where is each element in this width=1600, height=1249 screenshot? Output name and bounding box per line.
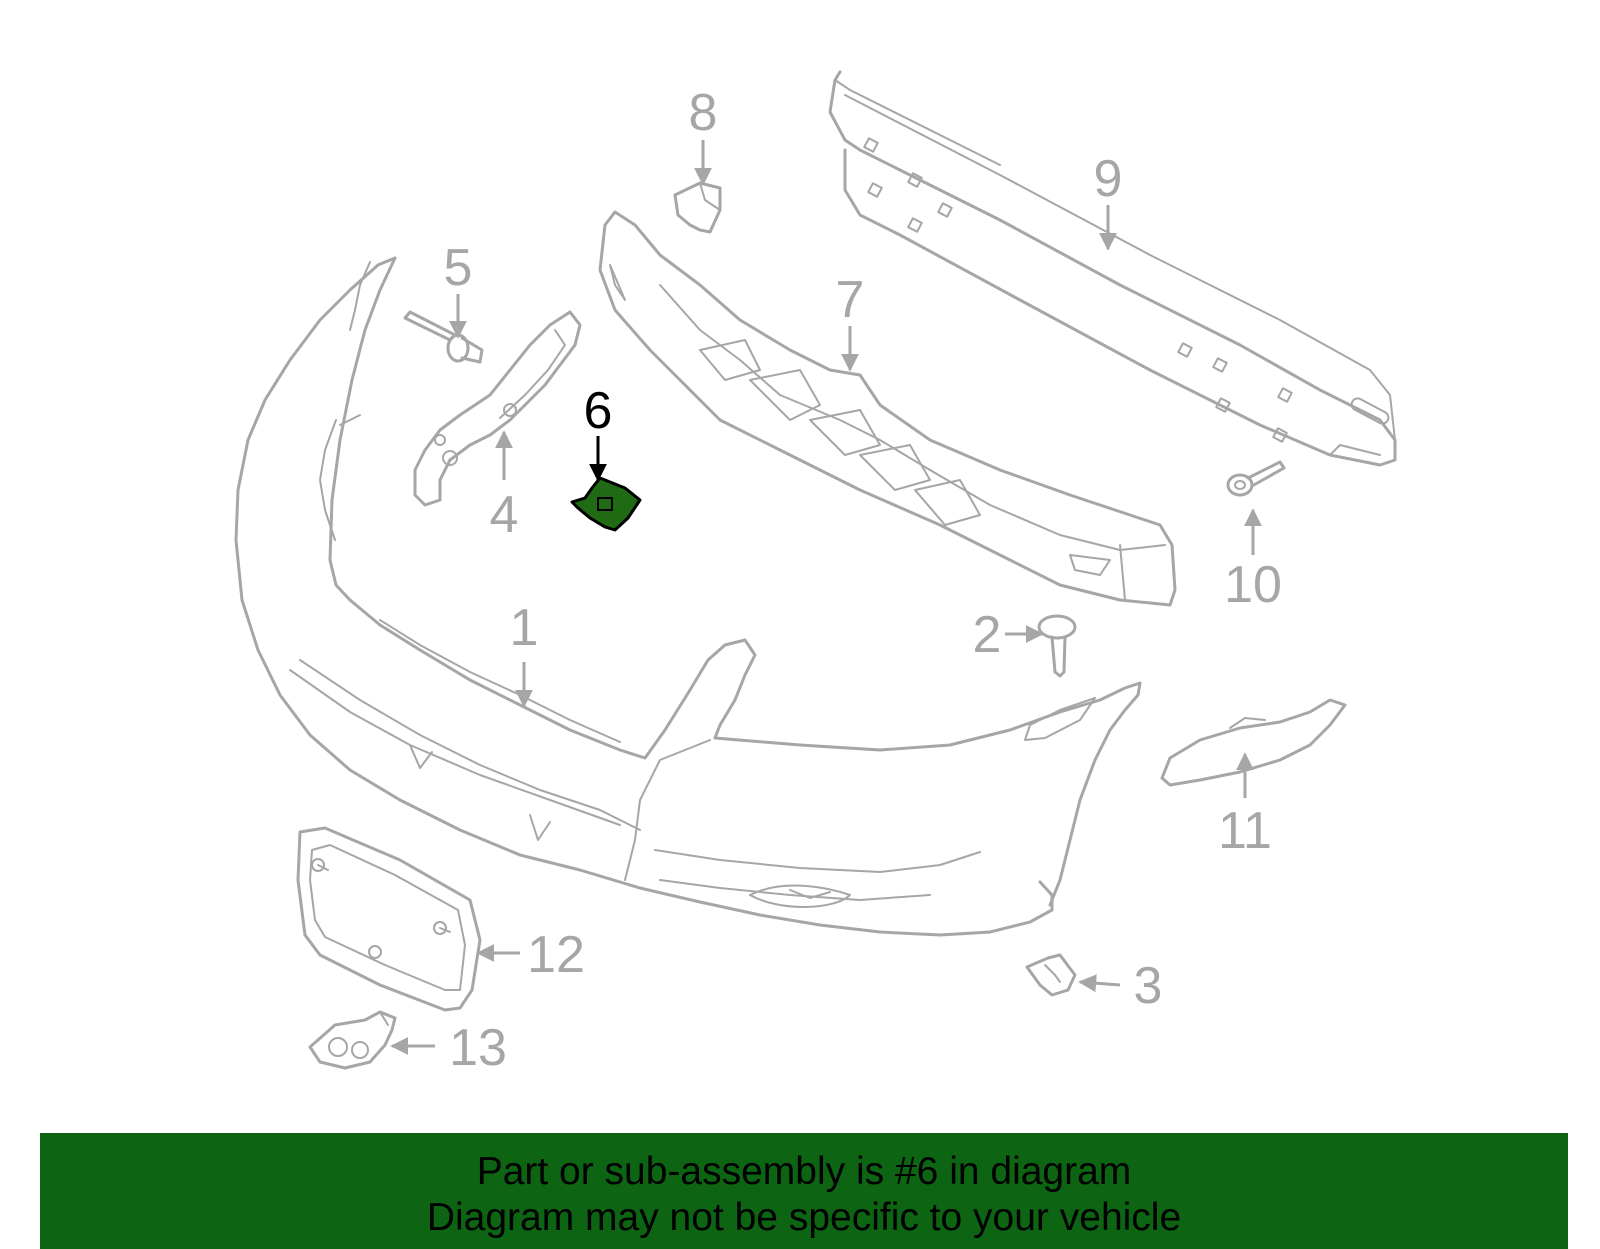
callout-10: 10 (1224, 556, 1282, 614)
callout-11: 11 (1218, 802, 1272, 860)
callout-4: 4 (490, 486, 519, 544)
part-1-bumper-cover (234, 256, 1142, 937)
banner-line-disclaimer: Diagram may not be specific to your vehi… (426, 1196, 1182, 1239)
part-3-clip (1025, 953, 1077, 997)
arrow-3 (1078, 974, 1121, 993)
part-6-highlighted-bracket (570, 476, 642, 532)
part-5-bolt (403, 310, 484, 364)
callout-12: 12 (527, 926, 585, 984)
part-7-energy-absorber (598, 210, 1177, 607)
callout-2: 2 (973, 606, 1002, 664)
part-4-bracket (413, 310, 582, 507)
callout-1: 1 (510, 599, 539, 657)
callout-8: 8 (689, 84, 718, 142)
callout-arrows (390, 140, 1262, 1055)
part-12-license-bracket (296, 826, 482, 1012)
part-9-reinforcement-bar (828, 70, 1397, 467)
callout-7: 7 (836, 271, 865, 329)
part-8-clip (673, 181, 722, 234)
part-13-bracket (308, 1010, 397, 1070)
part-10-push-pin (1226, 460, 1286, 497)
callout-labels: 1 2 3 4 5 6 7 8 9 10 11 12 13 (444, 84, 1282, 1077)
callout-6: 6 (584, 382, 613, 440)
callout-5: 5 (444, 239, 473, 297)
callout-13: 13 (449, 1019, 507, 1077)
banner-line-part: Part or sub-assembly is #6 in diagram (476, 1150, 1132, 1193)
part-11-trim-strip (1160, 698, 1347, 787)
callout-3: 3 (1134, 957, 1163, 1015)
part-2-push-clip (1037, 614, 1077, 678)
info-banner: Part or sub-assembly is #6 in diagram Di… (40, 1133, 1568, 1249)
callout-9: 9 (1094, 150, 1123, 208)
